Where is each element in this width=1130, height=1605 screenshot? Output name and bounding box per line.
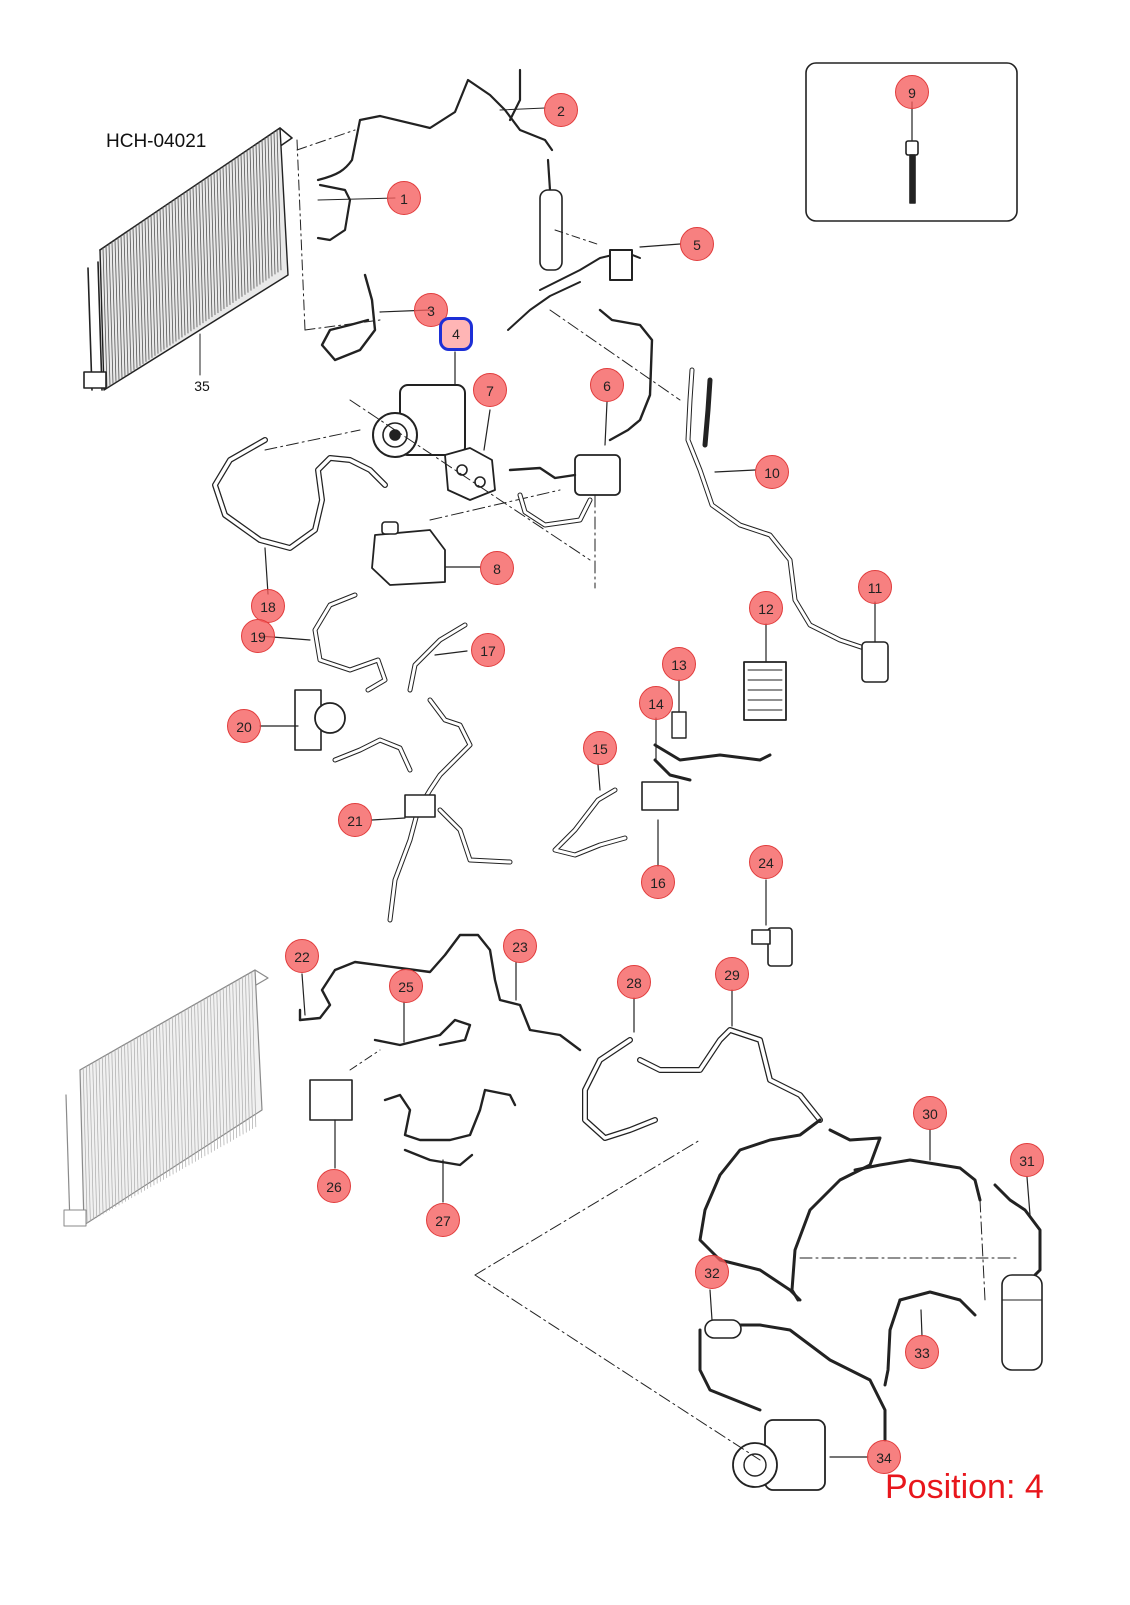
bolt-icon (905, 101, 919, 204)
hose-15 (552, 787, 628, 858)
callout-12[interactable]: 12 (749, 591, 783, 625)
pipe-32 (704, 1289, 742, 1339)
callout-7[interactable]: 7 (473, 373, 507, 407)
part-label-35[interactable]: 35 (194, 378, 210, 394)
reservoir-8 (371, 521, 481, 586)
callout-19[interactable]: 19 (241, 619, 275, 653)
bracket-21 (371, 794, 436, 821)
callout-1[interactable]: 1 (387, 181, 421, 215)
receiver-drier-top (539, 189, 601, 271)
valve-11 (861, 601, 889, 683)
position-label: Position: 4 (885, 1468, 1044, 1506)
callout-14[interactable]: 14 (639, 686, 673, 720)
hose-18 (212, 437, 388, 551)
receiver-drier-bottom (1001, 1274, 1043, 1371)
callout-10[interactable]: 10 (755, 455, 789, 489)
callout-15[interactable]: 15 (583, 731, 617, 765)
callout-18[interactable]: 18 (251, 589, 285, 623)
callout-32[interactable]: 32 (695, 1255, 729, 1289)
condenser-bottom-drawing (63, 969, 269, 1227)
callout-30[interactable]: 30 (913, 1096, 947, 1130)
callout-25[interactable]: 25 (389, 969, 423, 1003)
callout-8[interactable]: 8 (480, 551, 514, 585)
callout-13[interactable]: 13 (662, 647, 696, 681)
pipes-13-16 (641, 679, 772, 867)
fitting-5 (507, 243, 681, 331)
harness-30-34 (698, 1118, 1042, 1442)
condenser-top-drawing (83, 127, 381, 391)
callout-26[interactable]: 26 (317, 1169, 351, 1203)
cooler-12 (743, 623, 787, 721)
callout-28[interactable]: 28 (617, 965, 651, 999)
callout-27[interactable]: 27 (426, 1203, 460, 1237)
callout-20[interactable]: 20 (227, 709, 261, 743)
callout-17[interactable]: 17 (471, 633, 505, 667)
callout-11[interactable]: 11 (858, 570, 892, 604)
lines-27 (383, 1088, 517, 1203)
callout-24[interactable]: 24 (749, 845, 783, 879)
callout-23[interactable]: 23 (503, 929, 537, 963)
diagram-code: HCH-04021 (106, 131, 207, 152)
compressor-34 (732, 1419, 869, 1491)
inset-box (805, 62, 1018, 222)
pump-20 (259, 689, 346, 751)
valve-6 (508, 308, 654, 528)
callout-5[interactable]: 5 (680, 227, 714, 261)
callout-31[interactable]: 31 (1010, 1143, 1044, 1177)
callout-9[interactable]: 9 (895, 75, 929, 109)
bracket-26 (309, 1049, 381, 1169)
callout-4[interactable]: 4 (439, 317, 473, 351)
callout-22[interactable]: 22 (285, 939, 319, 973)
hose-3 (320, 273, 431, 362)
lines-22-25 (298, 933, 582, 1052)
compressor-4 (372, 351, 466, 458)
callout-6[interactable]: 6 (590, 368, 624, 402)
callout-34[interactable]: 34 (867, 1440, 901, 1474)
callout-16[interactable]: 16 (641, 865, 675, 899)
callout-33[interactable]: 33 (905, 1335, 939, 1369)
bracket-7 (444, 409, 496, 501)
valve-24 (751, 879, 793, 967)
callout-29[interactable]: 29 (715, 957, 749, 991)
callout-21[interactable]: 21 (338, 803, 372, 837)
callout-2[interactable]: 2 (544, 93, 578, 127)
ac-line-upper (316, 68, 554, 242)
